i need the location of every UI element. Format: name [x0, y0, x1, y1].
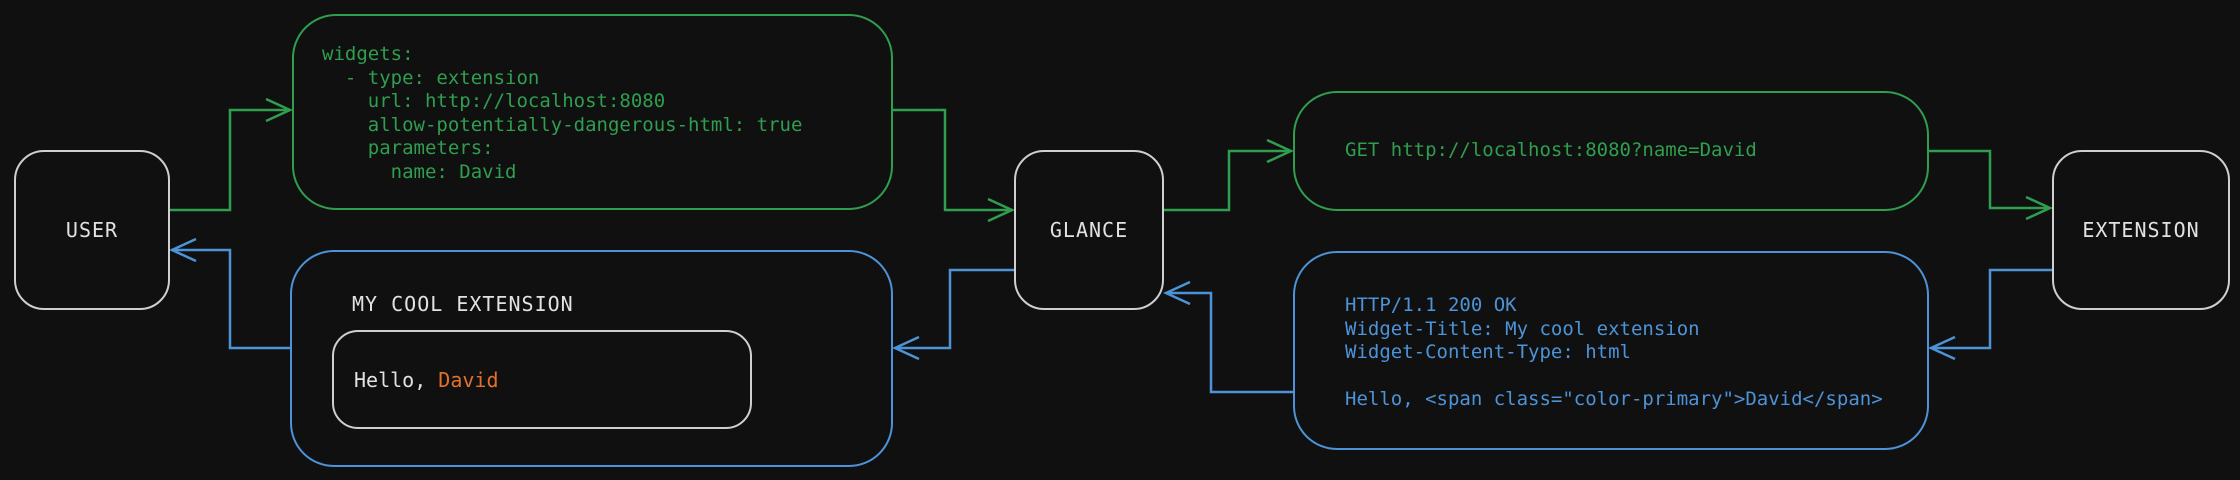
response-line: HTTP/1.1 200 OK: [1345, 294, 1517, 316]
arrow-config-to-glance: [893, 108, 1016, 223]
arrow-response-to-glance: [1162, 280, 1293, 394]
arrow-glance-to-request: [1164, 138, 1295, 212]
response-line: Widget-Title: My cool extension: [1345, 317, 1700, 340]
node-extension: EXTENSION: [2052, 150, 2230, 310]
config-line: widgets:: [322, 43, 414, 65]
greeting-prefix: Hello,: [354, 367, 439, 392]
response-line: Widget-Content-Type: html: [1345, 341, 1631, 363]
greeting-name: David: [438, 367, 499, 392]
rendered-widget-box: MY COOL EXTENSION Hello, David: [290, 250, 893, 467]
widget-title: MY COOL EXTENSION: [352, 292, 574, 316]
http-response-box: HTTP/1.1 200 OK Widget-Title: My cool ex…: [1293, 251, 1929, 450]
config-line: name: David: [322, 160, 517, 183]
config-line: parameters:: [322, 137, 494, 159]
request-line: GET http://localhost:8080?name=David: [1345, 139, 1757, 162]
http-request-box: GET http://localhost:8080?name=David: [1293, 91, 1929, 211]
response-line: Hello, <span class="color-primary">David…: [1345, 388, 1883, 410]
arrow-glance-to-widget: [891, 268, 1014, 361]
node-glance-label: GLANCE: [1049, 218, 1129, 242]
response-line: [1345, 365, 1927, 389]
arrow-user-to-config: [170, 97, 294, 212]
config-line: url: http://localhost:8080: [322, 90, 666, 112]
node-user-label: USER: [65, 218, 119, 242]
arrow-extension-to-response: [1927, 268, 2052, 361]
config-line: - type: extension: [322, 66, 540, 89]
widget-greeting-box: Hello, David: [332, 330, 752, 429]
node-user: USER: [14, 150, 170, 310]
arrow-widget-to-user: [168, 237, 290, 350]
node-extension-label: EXTENSION: [2082, 218, 2200, 242]
yaml-config-box: widgets: - type: extension url: http://l…: [292, 14, 893, 210]
node-glance: GLANCE: [1014, 150, 1164, 310]
config-line: allow-potentially-dangerous-html: true: [322, 113, 803, 136]
arrow-request-to-extension: [1929, 149, 2054, 221]
